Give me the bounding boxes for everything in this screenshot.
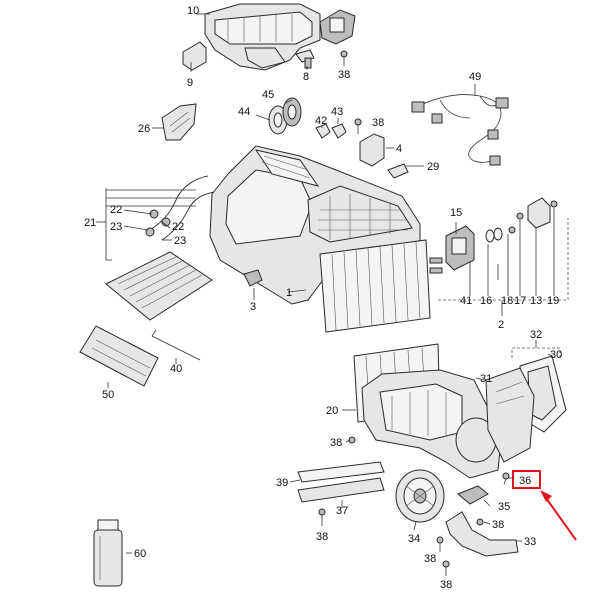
label-26: 26 [138,123,150,135]
label-23: 23 [110,221,122,233]
duct-32 [485,367,535,463]
screw-38-bottom [442,560,450,576]
screw-38-bottom-center [436,536,444,552]
screw-36 [502,472,510,485]
pin-17 [516,212,524,220]
label-18: 18 [501,295,513,307]
label-8: 8 [303,71,309,83]
label-31: 31 [480,373,492,385]
label-44: 44 [238,106,250,118]
label-22: 22 [110,204,122,216]
label-43: 43 [331,106,343,118]
blower-housing-31 [361,369,503,479]
label-16: 16 [480,295,492,307]
tool-40 [151,329,201,361]
label-29: 29 [427,161,439,173]
label-36-highlighted: 36 [519,475,531,487]
label-4: 4 [396,143,402,155]
label-38: 38 [424,553,436,565]
label-2: 2 [498,319,504,331]
clip-43 [331,123,347,139]
label-13: 13 [530,295,542,307]
label-20: 20 [326,405,338,417]
label-41: 41 [460,295,472,307]
label-19: 19 [547,295,559,307]
cover-plate-26 [161,103,197,141]
screw-38-bottom-left [318,508,326,526]
screw-38-near-35 [476,518,484,526]
label-1: 1 [286,287,292,299]
heat-exchanger-core [319,239,443,333]
label-49: 49 [469,71,481,83]
red-pointer-arrow [540,490,577,541]
label-30: 30 [550,349,562,361]
screw-38-top [340,50,348,66]
leader-lines [96,13,555,554]
label-42: 42 [315,115,327,127]
label-40: 40 [170,363,182,375]
label-38: 38 [330,437,342,449]
label-34: 34 [408,533,420,545]
label-38: 38 [372,117,384,129]
sensor-3 [243,269,263,287]
screw-38-mid [354,118,362,134]
ring-16 [485,227,503,243]
callout-labels: 10 9 8 38 45 44 43 42 38 26 4 29 49 21 2… [84,5,562,591]
filter-50 [79,325,159,387]
screw-29 [387,163,409,179]
bar-37 [297,477,385,503]
duct-33 [445,511,519,557]
label-50: 50 [102,389,114,401]
fluid-bottle-60 [93,519,123,587]
label-38: 38 [316,531,328,543]
clip-42 [315,123,331,139]
screw-38-left-housing [348,436,356,444]
blower-motor-34 [395,469,445,523]
wire-harness-49 [411,94,509,166]
label-23: 23 [174,235,186,247]
label-3: 3 [250,301,256,313]
label-9: 9 [187,77,193,89]
housing-top-assembly [204,3,321,71]
label-22: 22 [172,221,184,233]
resistor-35 [457,485,489,505]
label-17: 17 [514,295,526,307]
heater-core [105,251,213,321]
label-45: 45 [262,89,274,101]
label-38: 38 [492,519,504,531]
highlight-box [512,470,541,489]
label-32: 32 [530,329,542,341]
bar-39 [297,461,385,483]
bracket-4 [359,133,385,167]
bracket-part [182,41,207,71]
servo-motor-small [319,9,356,45]
pin-18 [508,226,516,234]
label-38: 38 [338,69,350,81]
label-38: 38 [440,579,452,591]
label-39: 39 [276,477,288,489]
label-15: 15 [450,207,462,219]
actuator-15 [445,225,475,271]
label-37: 37 [336,505,348,517]
label-21: 21 [84,217,96,229]
actuator-13 [527,197,551,229]
label-10: 10 [187,5,199,17]
label-60: 60 [134,548,146,560]
screw-8 [295,49,315,69]
label-33: 33 [524,536,536,548]
disc-45 [282,97,302,127]
label-35: 35 [498,501,510,513]
screw-19 [550,200,558,208]
